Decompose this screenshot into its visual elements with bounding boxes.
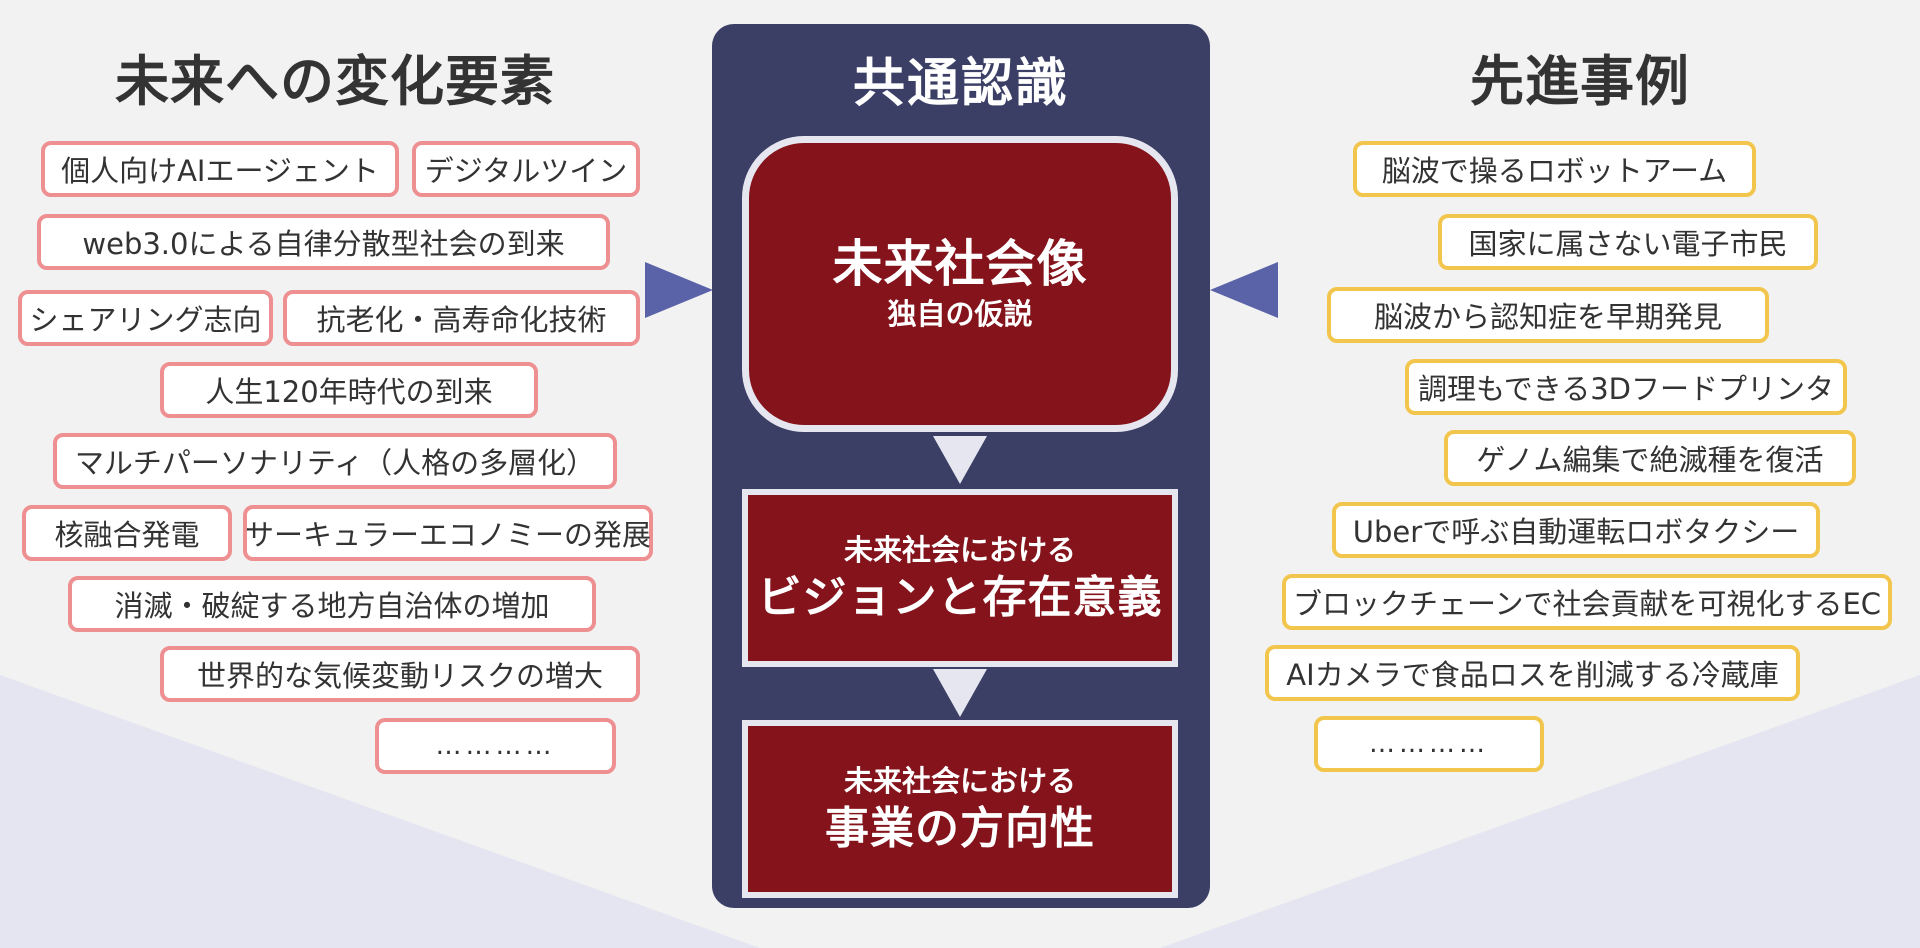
- left-heading: 未来への変化要素: [115, 50, 555, 113]
- change-factor-item: 抗老化・高寿命化技術: [283, 290, 640, 346]
- right-heading: 先進事例: [1470, 50, 1690, 113]
- case-study-item: AIカメラで食品ロスを削減する冷蔵庫: [1265, 645, 1800, 701]
- left-arrow-icon: [645, 262, 713, 318]
- business-direction-title: 事業の方向性: [825, 803, 1095, 854]
- future-society-box: 未来社会像 独自の仮説: [742, 136, 1178, 432]
- change-factor-item: サーキュラーエコノミーの発展: [243, 505, 653, 561]
- change-factor-item: デジタルツイン: [412, 141, 640, 197]
- business-direction-box: 未来社会における 事業の方向性: [742, 720, 1178, 898]
- future-society-title: 未来社会像: [832, 235, 1088, 293]
- change-factor-item: マルチパーソナリティ（人格の多層化）: [53, 433, 617, 489]
- background-left-wedge: [0, 675, 760, 948]
- case-study-item: 脳波から認知症を早期発見: [1327, 287, 1769, 343]
- change-factor-item: 消滅・破綻する地方自治体の増加: [68, 576, 596, 632]
- right-arrow-icon: [1210, 262, 1278, 318]
- future-society-subtitle: 独自の仮説: [887, 297, 1033, 331]
- change-factor-item: 核融合発電: [22, 505, 232, 561]
- case-study-item: 調理もできる3Dフードプリンタ: [1405, 359, 1847, 415]
- down-arrow-icon: [933, 436, 987, 484]
- vision-title: ビジョンと存在意義: [757, 572, 1163, 623]
- case-study-item: 国家に属さない電子市民: [1438, 214, 1818, 270]
- case-study-item: ゲノム編集で絶滅種を復活: [1444, 430, 1856, 486]
- vision-prefix: 未来社会における: [843, 533, 1076, 567]
- case-study-item: Uberで呼ぶ自動運転ロボタクシー: [1332, 502, 1820, 558]
- case-study-item: 脳波で操るロボットアーム: [1353, 141, 1756, 197]
- change-factor-item: web3.0による自律分散型社会の到来: [37, 214, 610, 270]
- center-heading: 共通認識: [852, 54, 1069, 114]
- case-study-more: …………: [1314, 716, 1544, 772]
- change-factor-item: 世界的な気候変動リスクの増大: [160, 646, 640, 702]
- change-factor-more: …………: [375, 718, 616, 774]
- change-factor-item: 人生120年時代の到来: [160, 362, 538, 418]
- change-factor-item: シェアリング志向: [18, 290, 273, 346]
- business-direction-prefix: 未来社会における: [843, 764, 1076, 798]
- background-right-wedge: [1160, 675, 1920, 948]
- vision-box: 未来社会における ビジョンと存在意義: [742, 489, 1178, 667]
- down-arrow-icon: [933, 669, 987, 717]
- change-factor-item: 個人向けAIエージェント: [41, 141, 399, 197]
- case-study-item: ブロックチェーンで社会貢献を可視化するEC: [1282, 574, 1892, 630]
